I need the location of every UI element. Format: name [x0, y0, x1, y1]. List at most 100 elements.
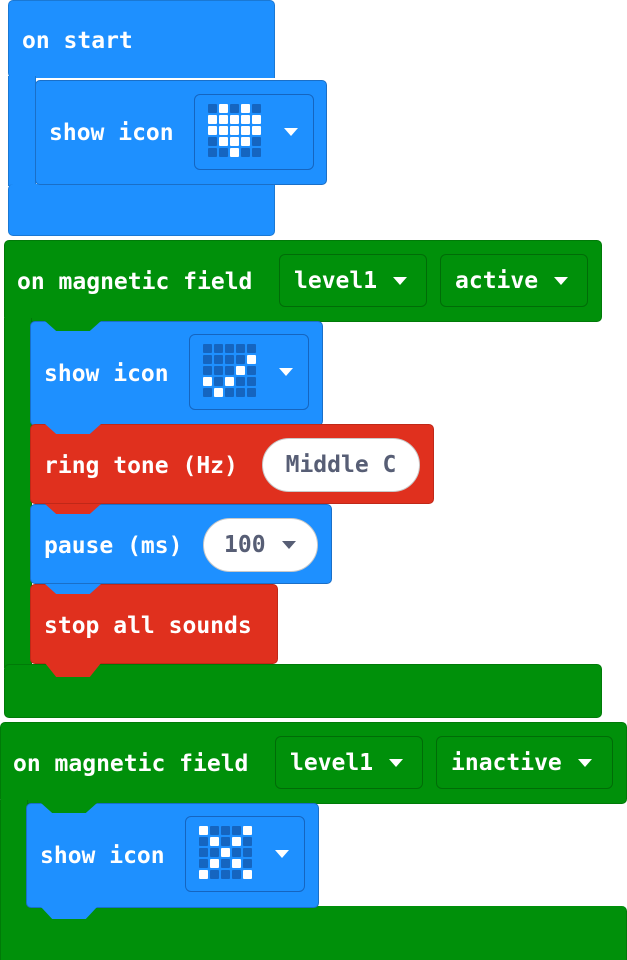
ring-tone-note-value: Middle C — [285, 452, 397, 478]
heart-icon-picker[interactable] — [194, 94, 314, 170]
led-r4-c4 — [252, 148, 261, 157]
led-r1-c0 — [199, 837, 208, 846]
led-r2-c4 — [243, 848, 252, 857]
led-r0-c2 — [221, 826, 230, 835]
state-dropdown[interactable]: active — [440, 254, 588, 307]
pause-label: pause (ms) — [44, 533, 183, 559]
led-r1-c2 — [230, 115, 239, 124]
active-show-icon-label: show icon — [44, 361, 169, 387]
state-dropdown[interactable]: inactive — [436, 736, 613, 789]
led-r4-c2 — [230, 148, 239, 157]
led-r3-c1 — [210, 859, 219, 868]
state-value: active — [455, 267, 539, 294]
led-r1-c2 — [221, 837, 230, 846]
pause-duration-value: 100 — [224, 532, 266, 558]
block-notch — [45, 504, 101, 514]
led-r2-c3 — [236, 366, 245, 375]
led-r2-c4 — [247, 366, 256, 375]
led-r4-c2 — [225, 388, 234, 397]
led-r4-c0 — [208, 148, 217, 157]
led-r0-c1 — [210, 826, 219, 835]
led-r0-c4 — [247, 344, 256, 353]
inactive-show-icon-label: show icon — [40, 843, 165, 869]
magnetic-field-active-arm — [4, 318, 32, 668]
check-icon — [203, 344, 256, 397]
block-notch — [41, 803, 97, 813]
level-dropdown[interactable]: level1 — [275, 736, 423, 789]
led-r3-c2 — [221, 859, 230, 868]
cross-icon — [199, 826, 252, 879]
led-r1-c4 — [247, 355, 256, 364]
block-notch — [45, 321, 101, 331]
led-r0-c2 — [230, 104, 239, 113]
led-r1-c3 — [236, 355, 245, 364]
led-r0-c2 — [225, 344, 234, 353]
ring-tone-note-field[interactable]: Middle C — [262, 438, 420, 492]
led-r1-c3 — [232, 837, 241, 846]
chevron-down-icon — [577, 758, 592, 767]
level-dropdown[interactable]: level1 — [279, 254, 427, 307]
chevron-down-icon — [554, 276, 569, 285]
cross-icon-picker[interactable] — [185, 816, 305, 892]
chevron-down-icon — [393, 276, 408, 285]
led-r4-c4 — [247, 388, 256, 397]
stop-all-sounds-label: stop all sounds — [44, 613, 252, 639]
chevron-down-icon — [389, 758, 404, 767]
level-value: level1 — [294, 267, 378, 294]
led-r0-c4 — [252, 104, 261, 113]
magnetic-field-inactive-foot — [0, 906, 627, 960]
chevron-down-icon — [279, 368, 293, 376]
magnetic-field-active-label: on magnetic field — [17, 269, 253, 295]
led-r2-c3 — [241, 126, 250, 135]
led-r1-c4 — [243, 837, 252, 846]
led-r0-c1 — [219, 104, 228, 113]
stop-all-sounds-block[interactable] — [30, 584, 278, 664]
pause-duration-dropdown[interactable]: 100 — [203, 518, 318, 572]
led-r3-c0 — [208, 137, 217, 146]
led-r1-c0 — [203, 355, 212, 364]
led-r0-c3 — [232, 826, 241, 835]
led-r0-c1 — [214, 344, 223, 353]
led-r1-c4 — [252, 115, 261, 124]
led-r1-c1 — [210, 837, 219, 846]
led-r3-c3 — [241, 137, 250, 146]
led-r2-c1 — [214, 366, 223, 375]
chevron-down-icon — [275, 850, 289, 858]
led-r0-c0 — [203, 344, 212, 353]
led-r1-c1 — [214, 355, 223, 364]
led-r3-c2 — [225, 377, 234, 386]
magnetic-field-inactive-label: on magnetic field — [13, 751, 249, 777]
led-r2-c2 — [230, 126, 239, 135]
led-r1-c3 — [241, 115, 250, 124]
led-r0-c3 — [236, 344, 245, 353]
led-r3-c1 — [214, 377, 223, 386]
on-start-show-icon-label: show icon — [49, 120, 174, 146]
led-r1-c2 — [225, 355, 234, 364]
level-value: level1 — [290, 749, 374, 776]
block-notch — [41, 907, 97, 919]
on-start-block-foot — [8, 184, 275, 236]
led-r4-c3 — [236, 388, 245, 397]
led-r0-c0 — [208, 104, 217, 113]
check-icon-picker[interactable] — [189, 334, 309, 410]
on-start-label: on start — [22, 28, 133, 54]
led-r3-c4 — [247, 377, 256, 386]
led-r4-c1 — [210, 870, 219, 879]
magnetic-field-inactive-arm — [0, 800, 28, 910]
led-r3-c0 — [199, 859, 208, 868]
on-start-block[interactable] — [8, 0, 275, 78]
chevron-down-icon — [284, 128, 298, 136]
led-r2-c1 — [219, 126, 228, 135]
led-r4-c3 — [241, 148, 250, 157]
heart-icon — [208, 104, 261, 157]
ring-tone-label: ring tone (Hz) — [44, 453, 238, 479]
led-r4-c4 — [243, 870, 252, 879]
chevron-down-icon — [281, 541, 296, 549]
led-r0-c0 — [199, 826, 208, 835]
state-value: inactive — [451, 749, 562, 776]
led-r4-c0 — [199, 870, 208, 879]
led-r3-c4 — [243, 859, 252, 868]
led-r2-c0 — [199, 848, 208, 857]
led-r3-c3 — [236, 377, 245, 386]
on-start-block-arm — [8, 76, 36, 186]
